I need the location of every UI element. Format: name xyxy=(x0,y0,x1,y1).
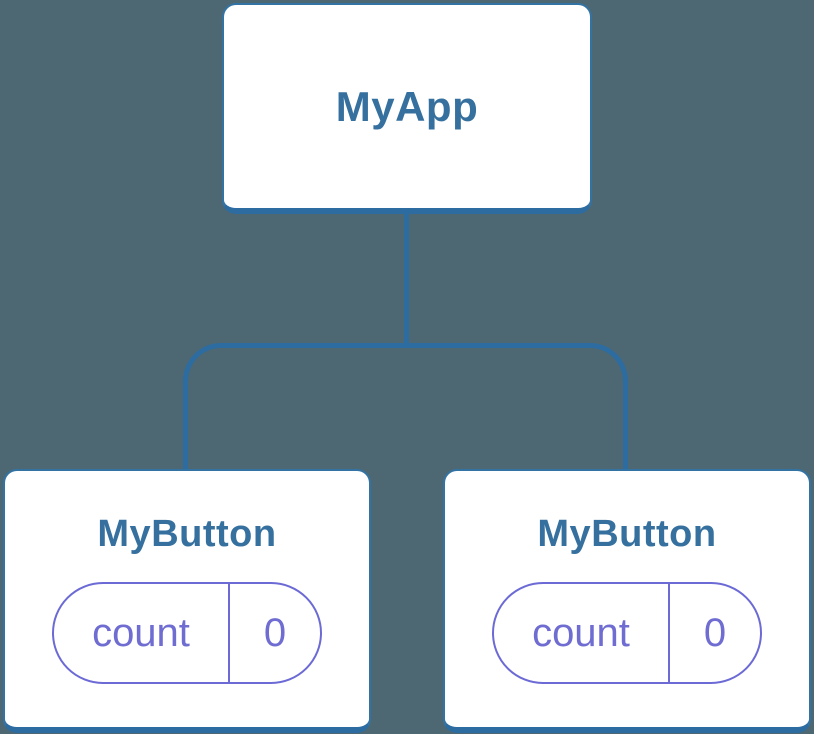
state-key-label: count xyxy=(532,610,630,655)
state-value-label: 0 xyxy=(703,610,727,655)
connector-stem xyxy=(404,212,409,348)
state-pill: count 0 xyxy=(492,582,762,684)
component-box-child-2: MyButton count 0 xyxy=(443,469,811,733)
state-key-cell: count xyxy=(54,584,230,682)
state-pill: count 0 xyxy=(52,582,322,684)
connector-fork xyxy=(183,343,628,470)
component-label-child-2: MyButton xyxy=(537,513,717,555)
state-key-label: count xyxy=(92,610,190,655)
component-box-child-1: MyButton count 0 xyxy=(3,469,371,733)
state-value-cell: 0 xyxy=(670,584,760,682)
state-value-cell: 0 xyxy=(230,584,320,682)
state-value-label: 0 xyxy=(263,610,287,655)
component-label-child-1: MyButton xyxy=(97,513,277,555)
state-key-cell: count xyxy=(494,584,670,682)
component-label-root: MyApp xyxy=(335,82,479,130)
component-box-root: MyApp xyxy=(222,3,592,214)
